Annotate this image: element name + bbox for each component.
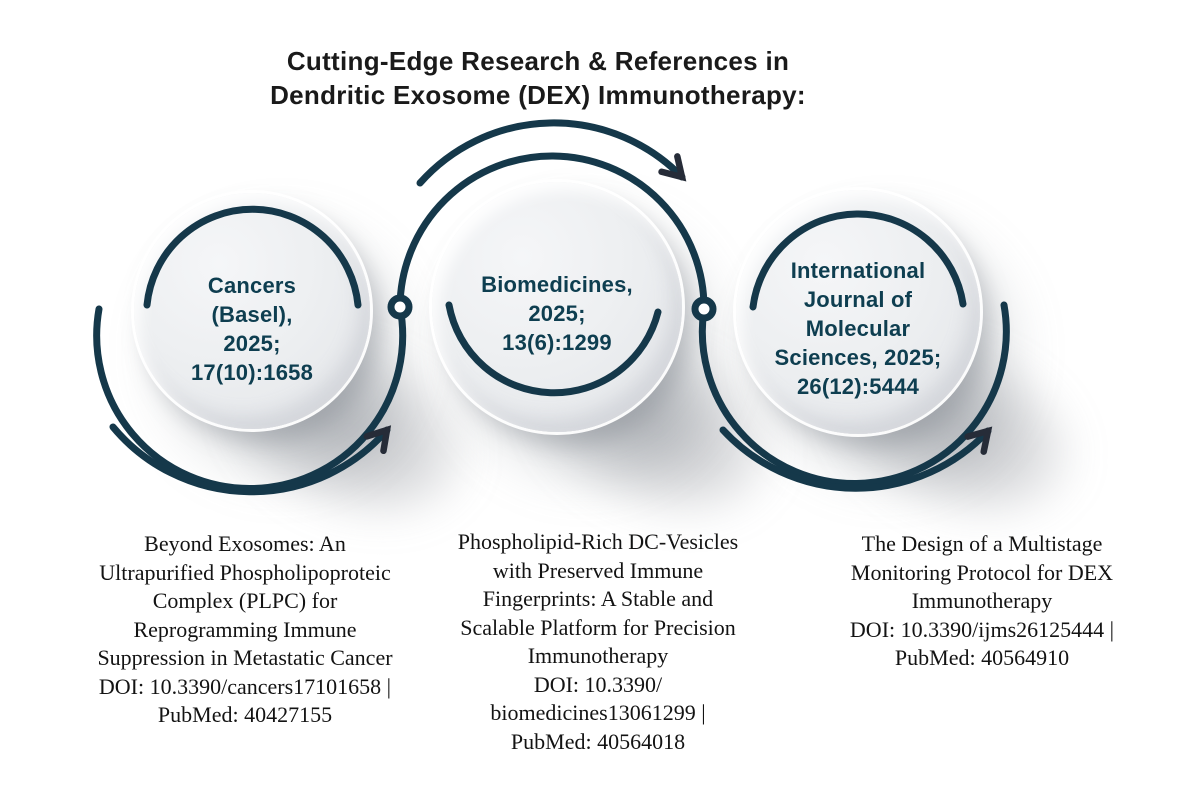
journal-label: Cancers (Basel), 2025; 17(10):1658: [190, 273, 314, 385]
journal-circle-ijms: International Journal of Molecular Scien…: [736, 190, 980, 434]
journal-circle-biomedicines: Biomedicines, 2025; 13(6):1299: [432, 182, 682, 432]
connector-ring-icon-1: [387, 294, 413, 320]
reference-caption: The Design of a Multistage Monitoring Pr…: [849, 531, 1115, 670]
reference-caption: Phospholipid-Rich DC-Vesicles with Prese…: [457, 529, 739, 754]
curved-arrow-icon-2: [416, 119, 687, 187]
page-title: Cutting-Edge Research & References in De…: [270, 46, 806, 110]
journal-circle-cancers: Cancers (Basel), 2025; 17(10):1658: [134, 193, 370, 429]
journal-label: Biomedicines, 2025; 13(6):1299: [481, 271, 633, 355]
reference-caption: Beyond Exosomes: An Ultrapurified Phosph…: [97, 531, 393, 727]
journal-label: International Journal of Molecular Scien…: [774, 257, 942, 399]
